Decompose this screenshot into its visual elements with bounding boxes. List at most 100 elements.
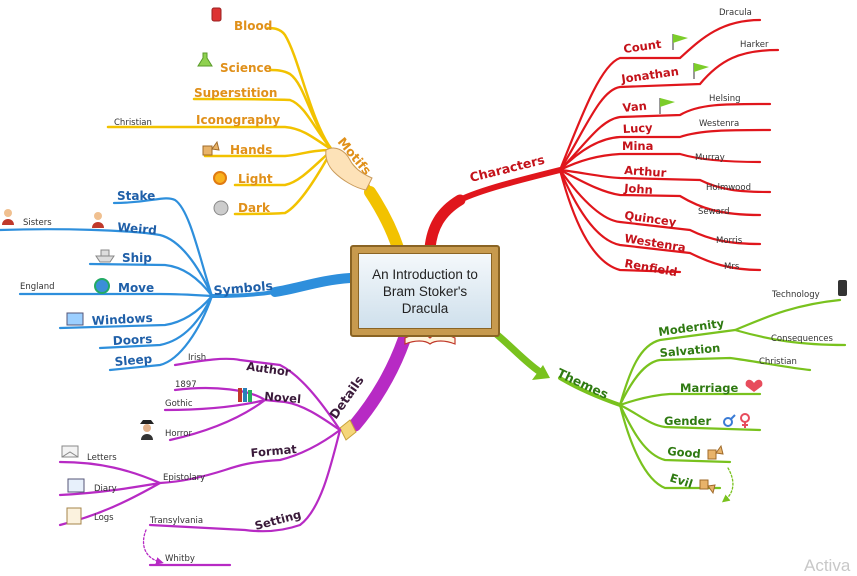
theme-line-gender — [618, 403, 762, 432]
heart-icon — [745, 379, 763, 392]
detail-sub-1897: 1897 — [175, 380, 197, 390]
motif-line-light — [233, 148, 334, 187]
detail-sub-diary: Diary — [94, 484, 117, 494]
pointing-hand-icon — [325, 147, 373, 191]
motif-line-dark — [233, 148, 334, 216]
sym-doors: Doors — [112, 332, 152, 348]
theme-line-salvation — [618, 356, 812, 407]
char-line-renfield — [558, 168, 682, 274]
char-sub-seward: Seward — [698, 207, 730, 217]
central-topic: An Introduction to Bram Stoker's Dracula — [358, 253, 492, 329]
sym-weird: Weird — [117, 220, 158, 237]
char-sub-harker: Harker — [740, 40, 769, 50]
char-sub-murray: Murray — [695, 153, 725, 163]
detail-sub-whitby: Whitby — [165, 554, 195, 564]
male-icon — [723, 414, 736, 427]
motif-line-science — [268, 68, 334, 152]
symbol-icons — [2, 209, 115, 326]
char-sub-mrs: Mrs — [724, 262, 740, 272]
detail-author: Author — [246, 359, 292, 379]
detail-sub-horror: Horror — [165, 429, 192, 439]
char-line-van — [558, 102, 772, 172]
thumbs-down-icon — [699, 479, 716, 495]
char-van: Van — [622, 99, 648, 115]
character-sublabels: Dracula Harker Helsing Westenra Murray H… — [695, 8, 769, 272]
thumbs-up-icon — [707, 444, 724, 460]
detail-sub-irish: Irish — [188, 353, 206, 363]
theme-evil: Evil — [668, 471, 694, 491]
detail-sublabels: Irish 1897 Gothic Horror Epistolary Lett… — [87, 353, 206, 564]
sym-line-windows — [58, 294, 214, 330]
watermark: Activa — [804, 556, 851, 575]
sym-line-move — [18, 292, 214, 298]
theme-labels: Modernity Salvation Marriage Gender Good… — [657, 316, 738, 491]
book-icon — [67, 478, 85, 493]
detail-format: Format — [250, 442, 298, 460]
flag-icon — [659, 98, 675, 114]
sym-line-stake — [112, 197, 214, 298]
motif-sub-christian: Christian — [114, 118, 152, 128]
villain-icon — [140, 420, 154, 440]
branch-characters — [424, 18, 780, 274]
theme-sub-consequences: Consequences — [771, 334, 833, 344]
symbols-label: Symbols — [213, 278, 274, 298]
char-sub-dracula: Dracula — [719, 8, 752, 18]
char-westenra: Westenra — [624, 231, 687, 255]
flag-icon — [693, 63, 709, 79]
theme-good: Good — [667, 444, 702, 461]
theme-relation-arrow — [721, 467, 734, 503]
sym-windows: Windows — [91, 311, 153, 328]
motif-line-superstition — [192, 97, 334, 152]
symbol-sublabels: Sisters England — [20, 218, 55, 292]
scroll-icon — [66, 507, 82, 525]
theme-line-consequences — [733, 328, 847, 347]
detail-sub-gothic: Gothic — [165, 399, 193, 409]
sym-stake: Stake — [117, 189, 155, 203]
central-topic-frame: An Introduction to Bram Stoker's Dracula — [350, 245, 500, 337]
char-line-john — [558, 168, 762, 217]
motif-superstition: Superstition — [194, 86, 277, 100]
detail-sub-letters: Letters — [87, 453, 117, 463]
char-line-westenra — [558, 168, 762, 272]
moon-icon — [213, 200, 229, 216]
detail-icons — [61, 388, 252, 525]
char-line-mina — [558, 152, 762, 172]
theme-sublabels: Technology Consequences Christian — [759, 290, 833, 367]
sym-move: Move — [118, 281, 154, 295]
branch-details — [58, 333, 411, 567]
theme-salvation: Salvation — [659, 341, 721, 360]
sym-line-sleep — [108, 294, 214, 372]
motif-labels: Blood Science Superstition Iconography H… — [194, 19, 280, 215]
character-labels: Count Jonathan Van Lucy Mina Arthur John… — [619, 37, 686, 279]
sym-line-ship — [88, 262, 214, 298]
theme-line-marriage — [618, 392, 762, 407]
character-icons — [659, 34, 709, 114]
books-icon — [238, 388, 252, 402]
motif-light: Light — [238, 172, 273, 186]
characters-label: Characters — [468, 152, 546, 185]
theme-sub-christian: Christian — [759, 357, 797, 367]
setting-relation-arrow — [142, 529, 164, 565]
sym-sub-england: England — [20, 282, 55, 292]
detail-setting: Setting — [253, 507, 302, 533]
char-arthur: Arthur — [624, 163, 667, 180]
motif-line-iconography — [106, 125, 334, 152]
char-count: Count — [622, 37, 662, 56]
char-line-arthur — [558, 168, 772, 194]
motif-dark: Dark — [238, 201, 271, 215]
sym-sub-sisters: Sisters — [23, 218, 52, 228]
detail-line-format — [158, 428, 342, 485]
char-line-lucy — [558, 128, 772, 172]
person-icon — [2, 209, 14, 225]
ship-icon — [95, 249, 115, 263]
char-sub-holmwood: Holmwood — [706, 183, 751, 193]
char-sub-morris: Morris — [716, 236, 743, 246]
motif-iconography: Iconography — [196, 113, 280, 127]
sym-line-weird — [0, 228, 214, 298]
sun-icon — [213, 171, 227, 185]
sym-ship: Ship — [122, 251, 152, 265]
char-sub-helsing: Helsing — [709, 94, 741, 104]
sym-line-doors — [98, 294, 214, 350]
pencil-tip — [339, 419, 357, 441]
female-icon — [740, 413, 750, 428]
